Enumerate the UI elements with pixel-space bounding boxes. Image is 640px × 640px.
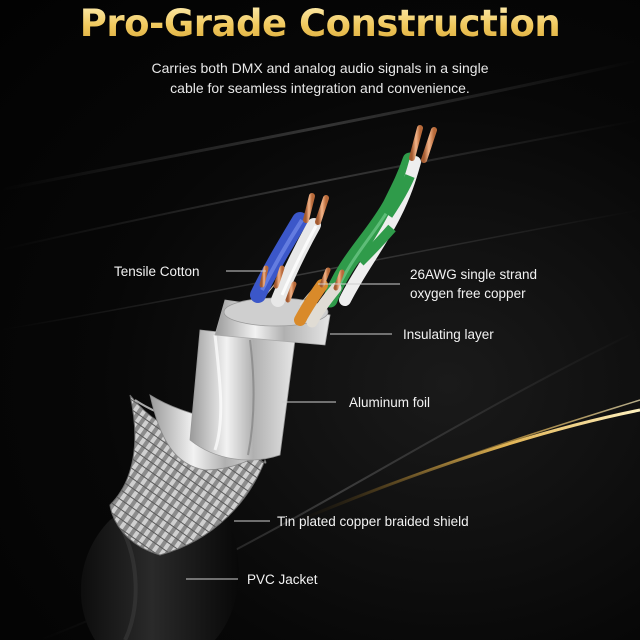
label-copper-line: oxygen free copper <box>410 286 526 301</box>
gold-light-streak <box>299 408 640 522</box>
label-tensile-cotton: Tensile Cotton <box>114 264 200 279</box>
subtitle-line: Carries both DMX and analog audio signal… <box>151 60 489 76</box>
page-subtitle: Carries both DMX and analog audio signal… <box>0 58 640 98</box>
gold-light-streak <box>349 399 640 501</box>
label-copper-conductor: 26AWG single strand oxygen free copper <box>410 265 537 303</box>
page-title: Pro-Grade Construction <box>0 2 640 45</box>
light-streak <box>0 119 640 251</box>
light-streak <box>0 209 640 331</box>
label-copper-line: 26AWG single strand <box>410 267 538 282</box>
orange-wire <box>294 279 328 326</box>
label-braided-shield: Tin plated copper braided shield <box>277 514 469 529</box>
label-insulating-layer: Insulating layer <box>403 327 494 342</box>
subtitle-line: cable for seamless integration and conve… <box>170 80 470 96</box>
light-streak <box>0 58 640 192</box>
label-aluminum-foil: Aluminum foil <box>349 395 431 410</box>
label-pvc-jacket: PVC Jacket <box>247 572 318 587</box>
